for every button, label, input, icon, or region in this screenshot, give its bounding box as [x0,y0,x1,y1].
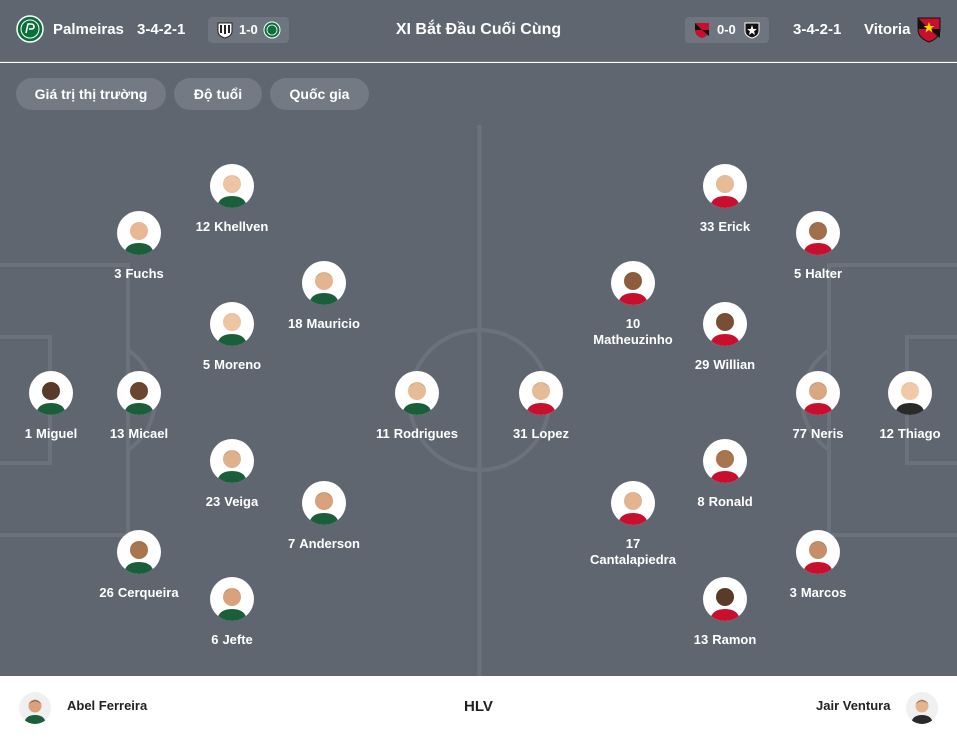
player-photo-icon [710,588,740,621]
player-avatar [796,371,840,415]
player-avatar [29,371,73,415]
player-avatar [796,211,840,255]
coach-photo-icon [911,699,933,724]
away-formation: 3-4-2-1 [793,21,842,38]
player-photo-icon [618,272,648,305]
away-coach-avatar[interactable] [906,692,938,724]
player-avatar [703,577,747,621]
palmeiras-logo-icon[interactable] [16,15,44,43]
player-avatar [117,530,161,574]
player-avatar [210,164,254,208]
player-avatar [302,481,346,525]
player-avatar [302,261,346,305]
player-avatar [117,211,161,255]
filter-market-value[interactable]: Giá trị thị trường [16,78,166,110]
vitoria-logo-icon[interactable] [915,15,943,43]
vitoria-small-logo-icon [695,23,709,38]
player-photo-icon [217,450,247,483]
player-avatar [888,371,932,415]
player-photo-icon [803,222,833,255]
coach-photo-icon [24,699,46,724]
player-avatar [796,530,840,574]
player-avatar [210,577,254,621]
coach-label: HLV [464,698,493,715]
player-avatar [117,371,161,415]
player-photo-icon [710,175,740,208]
player-photo-icon [526,382,556,415]
away-coach-name[interactable]: Jair Ventura [816,698,891,713]
home-last-score: 1-0 [239,22,258,37]
filter-bar: Giá trị thị trường Độ tuổi Quốc gia [0,63,957,125]
away-last-score: 0-0 [717,22,736,37]
player-photo-icon [895,382,925,415]
player-avatar [703,439,747,483]
match-header: Palmeiras 3-4-2-1 1-0 XI Bắt Đầu Cuối Cù… [0,0,957,62]
player-photo-icon [124,222,154,255]
player-avatar [611,261,655,305]
player-photo-icon [309,492,339,525]
player-photo-icon [124,541,154,574]
player-avatar [210,302,254,346]
home-team-name[interactable]: Palmeiras [53,21,124,38]
player-avatar [519,371,563,415]
home-formation: 3-4-2-1 [137,21,186,38]
player-photo-icon [124,382,154,415]
botafogo-logo-icon [744,22,760,39]
santos-logo-icon [217,22,233,39]
away-team-name[interactable]: Vitoria [864,21,911,38]
player-avatar [703,302,747,346]
player-photo-icon [803,382,833,415]
player-photo-icon [803,541,833,574]
filter-country[interactable]: Quốc gia [270,78,369,110]
player-photo-icon [710,313,740,346]
player-photo-icon [36,382,66,415]
filter-age[interactable]: Độ tuổi [174,78,262,110]
player-photo-icon [217,175,247,208]
home-coach-avatar[interactable] [19,692,51,724]
player-photo-icon [710,450,740,483]
player-avatar [210,439,254,483]
player-photo-icon [217,588,247,621]
player-avatar [703,164,747,208]
player-photo-icon [309,272,339,305]
away-last-match[interactable]: 0-0 [685,17,769,43]
player-avatar [395,371,439,415]
player-photo-icon [402,382,432,415]
coaches-bar: Abel Ferreira HLV Jair Ventura [0,676,957,740]
player-avatar [611,481,655,525]
home-last-match[interactable]: 1-0 [208,17,289,43]
palmeiras-small-logo-icon [263,21,281,39]
player-photo-icon [217,313,247,346]
player-photo-icon [618,492,648,525]
home-coach-name[interactable]: Abel Ferreira [67,698,148,713]
